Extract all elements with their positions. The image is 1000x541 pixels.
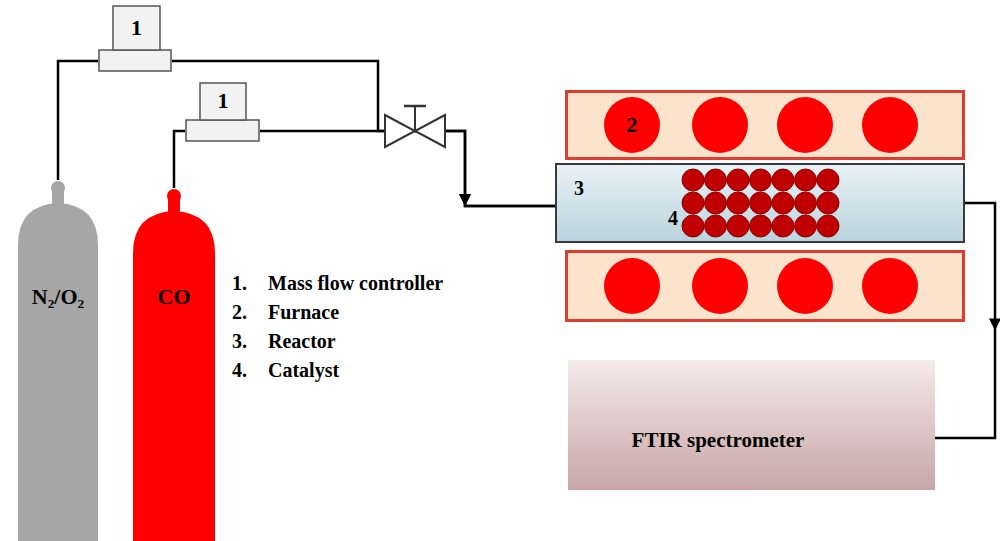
legend-line: Catalyst bbox=[268, 359, 339, 382]
part-name: Furnace bbox=[268, 301, 339, 324]
catalyst-bed-outline bbox=[665, 163, 845, 243]
callout-number: 4. bbox=[232, 359, 247, 382]
mass-flow-controller: 1 bbox=[185, 82, 260, 142]
furnace-bottom bbox=[567, 252, 964, 321]
gas-cylinder: CO bbox=[133, 188, 215, 541]
legend-line: 4. bbox=[232, 359, 247, 382]
gas-line bbox=[174, 131, 185, 188]
callout-number: 3. bbox=[232, 330, 247, 353]
valve-symbol bbox=[385, 106, 445, 147]
node-text: 3 bbox=[574, 177, 584, 200]
reactor-tube: 34 bbox=[555, 163, 965, 243]
spectrometer-box: FTIR spectrometer bbox=[568, 360, 935, 490]
node-text: CO bbox=[158, 284, 191, 309]
node-text: FTIR spectrometer bbox=[632, 428, 805, 452]
part-name: Reactor bbox=[268, 330, 336, 353]
mass-flow-controller: 1 bbox=[98, 5, 172, 72]
gas-line bbox=[260, 131, 555, 206]
legend-line: Furnace bbox=[268, 301, 339, 324]
legend-line: 1. bbox=[232, 272, 247, 295]
callout-number: 1. bbox=[232, 272, 247, 295]
node-text: 2 bbox=[627, 112, 638, 137]
part-name: Catalyst bbox=[268, 359, 339, 382]
callout-number: 2. bbox=[232, 301, 247, 324]
legend-line: 2. bbox=[232, 301, 247, 324]
legend-line: 3. bbox=[232, 330, 247, 353]
gas-cylinder: N₂/O₂ bbox=[18, 180, 98, 541]
node-text: 4 bbox=[668, 207, 678, 230]
spectrometer-box-outline bbox=[568, 360, 935, 490]
node-text: 1 bbox=[131, 15, 142, 40]
furnace-box: 2 bbox=[565, 90, 965, 160]
gas-cylinder-outline bbox=[18, 180, 98, 541]
part-name: Mass flow controller bbox=[268, 272, 443, 295]
legend-line: Reactor bbox=[268, 330, 336, 353]
node-text: N₂/O₂ bbox=[32, 284, 84, 309]
legend-line: Mass flow controller bbox=[268, 272, 443, 295]
gas-line bbox=[58, 61, 98, 180]
furnace-box-outline bbox=[565, 90, 965, 160]
gas-cylinder-outline bbox=[133, 188, 215, 541]
node-text: 1 bbox=[218, 88, 229, 113]
gas-line bbox=[172, 61, 555, 206]
catalyst-bed: 4 bbox=[665, 163, 845, 243]
